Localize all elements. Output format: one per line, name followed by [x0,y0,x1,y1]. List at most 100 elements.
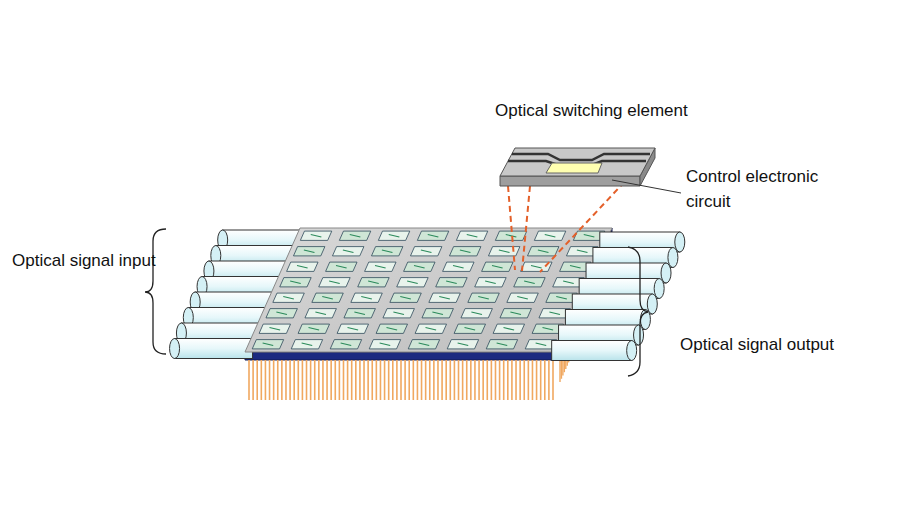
input-brace [145,229,166,354]
package-pin [396,360,398,400]
package-pin [343,360,345,400]
cell-waveguide [343,250,354,252]
cell-waveguide [584,235,595,237]
switch-cell [305,309,336,318]
switch-cell [449,247,480,256]
switch-cell [273,293,304,302]
package-pin [281,360,283,400]
cell-waveguide [478,297,489,299]
cell-waveguide [499,250,510,252]
cell-waveguide [329,281,340,283]
optical-switching-element [512,154,650,160]
switch-cell [383,309,414,318]
cell-waveguide [485,281,496,283]
package-pin [544,360,546,400]
switch-cell [378,231,409,240]
switch-cell [365,262,396,271]
package-pin [482,360,484,400]
switch-cell [443,262,474,271]
package-pin [302,360,304,400]
switch-cell [527,247,558,256]
cell-waveguide [389,235,400,237]
package-pin [371,360,373,400]
package-pin [252,360,254,400]
switch-cell [376,324,407,333]
fiber-end [654,279,664,299]
package-pin [445,360,447,400]
package-pin [318,360,320,400]
input-fiber [175,339,253,359]
switch-cell [482,262,513,271]
package-pin [363,360,365,400]
package-pin [491,360,493,400]
control-electronic-circuit [546,163,602,173]
package-pin [528,360,530,400]
base-slab [245,352,557,360]
switch-cell [326,262,357,271]
switch-cell [475,278,506,287]
package-pin [388,360,390,400]
package-pin [495,360,497,400]
switch-cell [456,231,487,240]
package-pin [454,360,456,400]
package-pin [548,360,550,400]
package-pin [297,360,299,400]
cell-waveguide [348,328,359,330]
switch-cell [417,231,448,240]
fiber-end [661,263,671,283]
switch-cell [351,293,382,302]
fiber-end [627,341,637,361]
cell-waveguide [387,328,398,330]
cell-waveguide [297,266,308,268]
package-pin [306,360,308,400]
cell-waveguide [336,266,347,268]
switch-cell [371,247,402,256]
switch-cell [436,278,467,287]
switch-cell [369,340,400,349]
switch-cell [495,231,526,240]
output-fiber [552,341,632,361]
switch-cell [507,293,538,302]
cell-waveguide [361,297,372,299]
package-pin [380,360,382,400]
package-pin [421,360,423,400]
cell-waveguide [428,235,439,237]
switch-cell [358,278,389,287]
package-pin [536,360,538,400]
cell-waveguide [315,312,326,314]
package-pin [339,360,341,400]
package-pin [256,360,258,400]
cell-waveguide [350,235,361,237]
switch-cell [500,309,531,318]
zoom-line [522,186,530,271]
package-pin [519,360,521,400]
package-pin [376,360,378,400]
cell-waveguide [380,343,391,345]
switch-cell [468,293,499,302]
package-pin [515,360,517,400]
package-pin [400,360,402,400]
switch-cell [447,340,478,349]
leader-line [612,180,681,193]
switch-cell [488,247,519,256]
package-pin [499,360,501,400]
switch-cell [429,293,460,302]
switch-cell [266,309,297,318]
switch-cell [493,324,524,333]
cell-waveguide [467,235,478,237]
cell-waveguide [290,281,301,283]
switch-cell [330,340,361,349]
package-pin [273,360,275,400]
package-pin [322,360,324,400]
package-pin [310,360,312,400]
switch-cell [319,278,350,287]
switch-cell [332,247,363,256]
package-pin [474,360,476,400]
cell-waveguide [276,312,287,314]
package-pin [285,360,287,400]
label-text: Control electronic circuit [686,165,846,214]
package-pin [559,360,560,382]
switch-cell [252,340,283,349]
fiber-end [170,339,180,359]
cell-waveguide [492,266,503,268]
